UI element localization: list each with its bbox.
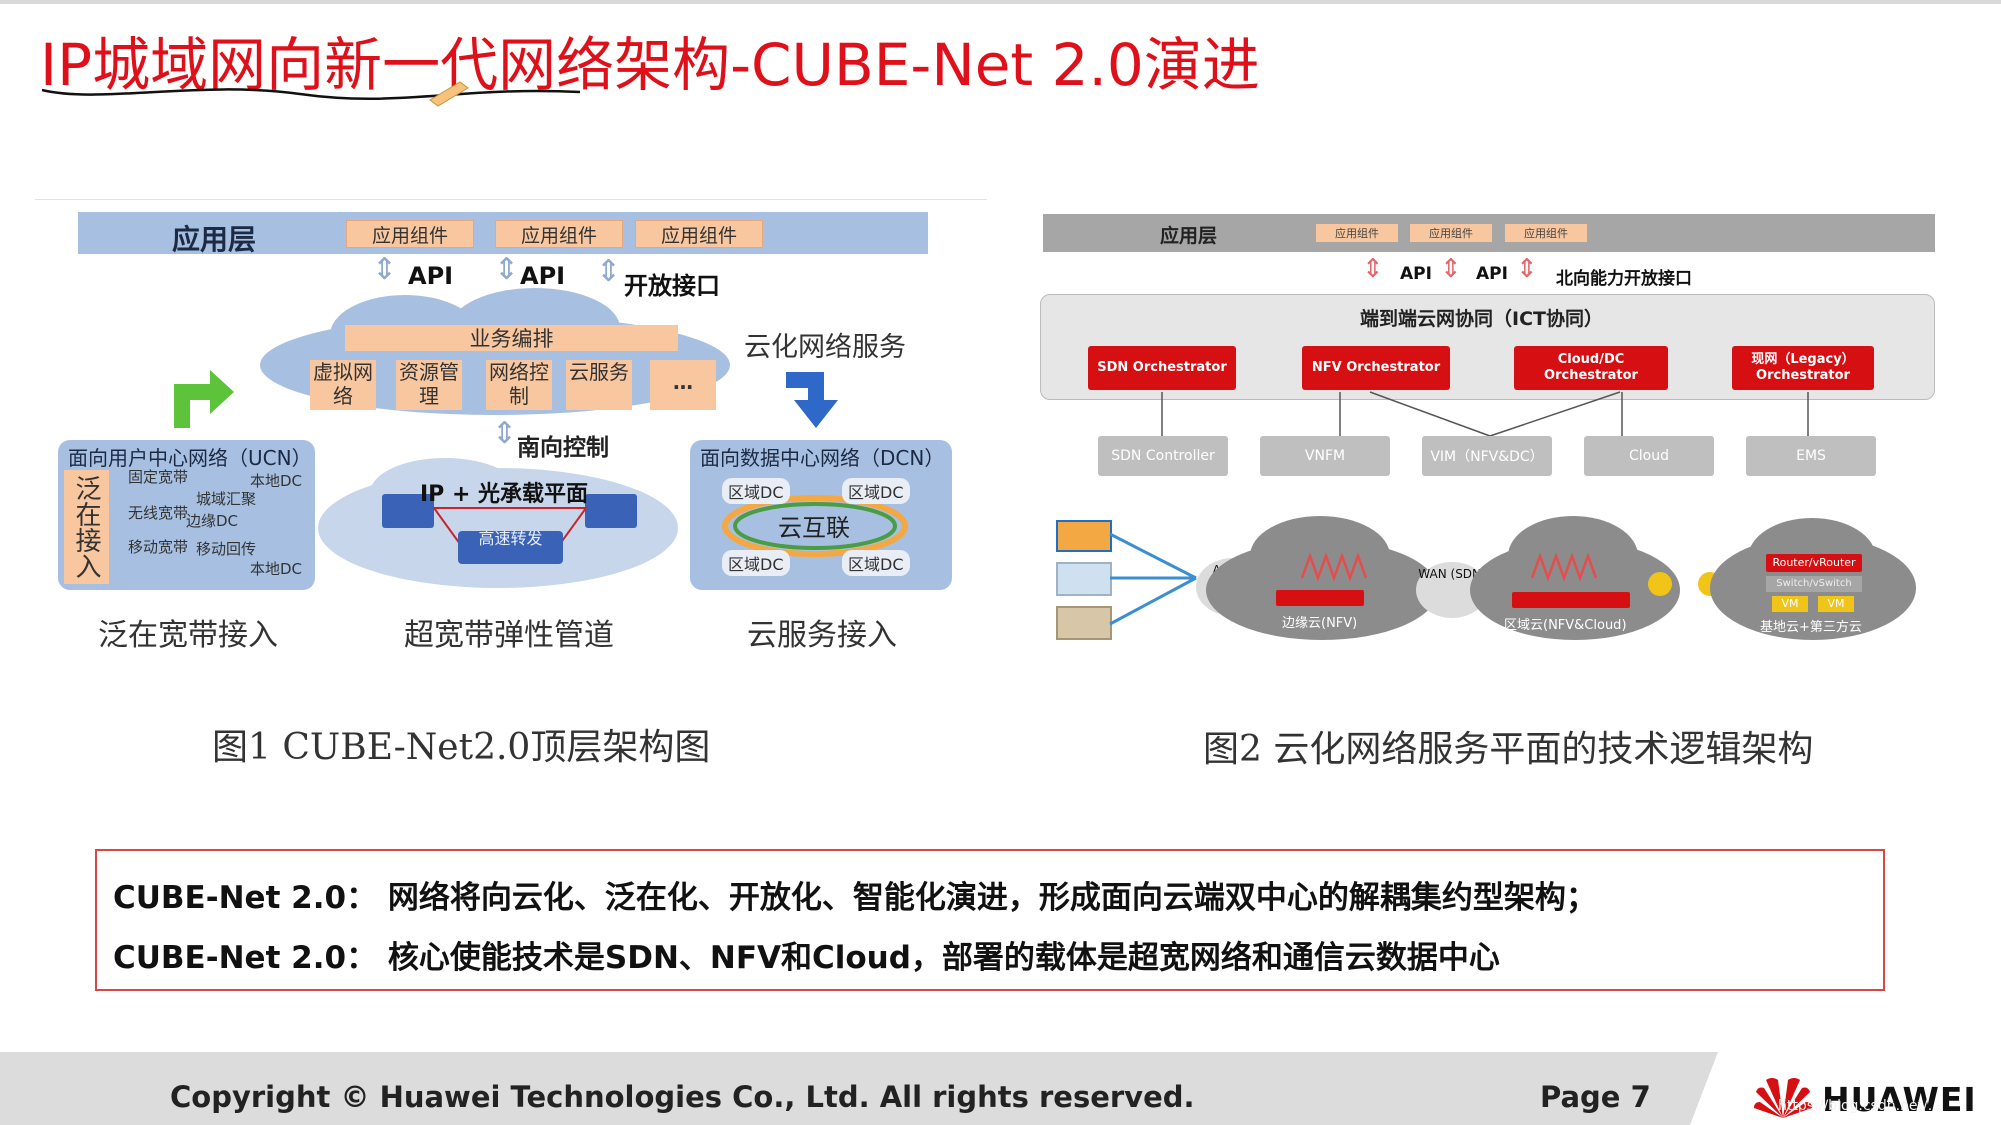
f1-cloud-service-box: 云服务 — [566, 360, 632, 410]
f1-orchestration: 业务编排 — [345, 325, 678, 351]
f1-fixed-broadband: 固定宽带 — [128, 468, 189, 486]
f1-network-control-box: 网络控制 — [486, 360, 552, 410]
slide-title: IP城域网向新一代网络架构-CUBE-Net 2.0演进 — [40, 31, 1260, 99]
f2-nfv-orchestrator: NFV Orchestrator — [1302, 346, 1450, 390]
yellow-node-icon — [1648, 572, 1672, 596]
blue-bend-arrow-icon — [786, 372, 838, 428]
f2-vim: VIM（NFV&DC） — [1422, 436, 1552, 476]
f1-app-layer-label: 应用层 — [172, 223, 257, 256]
home-building-icon — [1056, 520, 1112, 552]
f1-fast-forward: 高速转发 — [458, 531, 563, 564]
f1-app-component: 应用组件 — [495, 220, 623, 248]
f2-edge-cloud-part — [1250, 516, 1390, 596]
footer-logo-area — [1690, 1052, 2001, 1125]
f2-sdn-controller: SDN Controller — [1098, 436, 1228, 476]
f2-ems: EMS — [1746, 436, 1876, 476]
office-building-icon — [1056, 562, 1112, 596]
f2-app-component: 应用组件 — [1316, 224, 1398, 242]
f1-cloud-interconnect-ring — [722, 495, 908, 557]
figure1-caption: 图1 CUBE-Net2.0顶层架构图 — [212, 727, 711, 768]
f2-cloud-dc-orchestrator: Cloud/DC Orchestrator — [1514, 346, 1668, 390]
f2-vnfm: VNFM — [1260, 436, 1390, 476]
f2-edge-service-label — [1276, 590, 1364, 606]
f1-local-dc: 本地DC — [250, 560, 303, 578]
f2-switch-box: Switch/vSwitch — [1766, 576, 1862, 592]
f2-base-cloud-label: 基地云+第三方云 — [1760, 620, 1862, 635]
figure2-caption: 图2 云化网络服务平面的技术逻辑架构 — [1203, 729, 1814, 770]
f1-virtual-network-box: 虚拟网络 — [310, 360, 376, 410]
f2-router-box: Router/vRouter — [1766, 554, 1862, 572]
divider — [35, 199, 987, 200]
f2-vm-box: VM — [1772, 596, 1808, 612]
f2-e2e-label: 端到端云网协同（ICT协同） — [1360, 308, 1603, 330]
watermark: https://blog.csdn.net/... — [1778, 1098, 1942, 1114]
f1-app-component: 应用组件 — [346, 220, 474, 248]
city-building-icon — [1056, 606, 1112, 640]
f2-regional-service-label — [1512, 592, 1630, 608]
f2-regional-cloud-label: 区域云(NFV&Cloud) — [1504, 618, 1627, 633]
f1-ucn-title: 面向用户中心网络（UCN） — [68, 446, 312, 470]
summary-line-1: CUBE-Net 2.0： 网络将向云化、泛在化、开放化、智能化演进，形成面向云… — [113, 880, 1597, 916]
huawei-logo-icon — [1754, 1078, 1812, 1118]
f2-app-layer-label: 应用层 — [1160, 225, 1218, 247]
f1-southbound-label: 南向控制 — [517, 435, 609, 461]
f1-bottom-label: 超宽带弹性管道 — [404, 618, 614, 653]
f1-regional-dc: 区域DC — [842, 550, 910, 576]
f1-transport-node — [382, 494, 434, 528]
f1-ubiquitous-access: 泛在接入 — [64, 470, 109, 584]
red-up-down-arrow-icon: ⇕ — [1362, 254, 1384, 284]
f1-mobile-backhaul: 移动回传 — [196, 540, 257, 558]
up-down-arrow-icon: ⇕ — [372, 252, 398, 287]
f1-app-component: 应用组件 — [635, 220, 763, 248]
f2-app-component: 应用组件 — [1505, 224, 1587, 242]
f2-api-label: API — [1400, 264, 1432, 284]
f1-cloud-network-service: 云化网络服务 — [744, 332, 906, 363]
f2-sdn-orchestrator: SDN Orchestrator — [1088, 346, 1236, 390]
f2-api-label: API — [1476, 264, 1508, 284]
f1-bottom-label: 云服务接入 — [747, 618, 897, 653]
f1-edge-dc: 边缘DC — [186, 512, 239, 530]
footer-bar — [0, 1052, 2001, 1125]
f1-metro-aggregation: 城域汇聚 — [196, 490, 257, 508]
f1-local-dc: 本地DC — [250, 472, 303, 490]
red-up-down-arrow-icon: ⇕ — [1440, 254, 1462, 284]
f1-regional-dc: 区域DC — [722, 550, 790, 576]
f1-api-label: 开放接口 — [624, 272, 720, 300]
f1-resource-mgmt-box: 资源管理 — [396, 360, 462, 410]
f2-legacy-orchestrator: 现网（Legacy）Orchestrator — [1732, 346, 1874, 390]
f1-more-box: … — [650, 360, 716, 410]
summary-line-2: CUBE-Net 2.0： 核心使能技术是SDN、NFV和Cloud，部署的载体… — [113, 940, 1500, 976]
f1-regional-dc: 区域DC — [842, 478, 910, 504]
top-border — [0, 0, 2001, 4]
f2-app-component: 应用组件 — [1410, 224, 1492, 242]
f1-api-label: API — [408, 262, 454, 290]
f1-transport-node — [585, 494, 637, 528]
f2-connector-lines — [1161, 391, 1809, 437]
copyright: Copyright © Huawei Technologies Co., Ltd… — [170, 1080, 1195, 1114]
red-up-down-arrow-icon: ⇕ — [1516, 254, 1538, 284]
f2-wave-icon — [1300, 552, 1368, 582]
up-down-arrow-icon: ⇕ — [492, 416, 518, 451]
f2-cloud: Cloud — [1584, 436, 1714, 476]
f1-cloud-interconnect: 云互联 — [778, 514, 850, 542]
f2-vm-box: VM — [1818, 596, 1854, 612]
f1-wireless-broadband: 无线宽带 — [128, 504, 189, 522]
huawei-brand: HUAWEI — [1822, 1080, 1977, 1119]
f2-api-label: 北向能力开放接口 — [1556, 269, 1692, 289]
f1-regional-dc: 区域DC — [722, 478, 790, 504]
summary-box — [95, 849, 1885, 991]
page-number: Page 7 — [1540, 1080, 1651, 1114]
f2-edge-cloud-label: 边缘云(NFV) — [1282, 616, 1358, 631]
f1-bottom-label: 泛在宽带接入 — [98, 618, 278, 653]
f1-api-label: API — [520, 262, 566, 290]
f2-access-links — [1109, 532, 1197, 626]
green-bend-arrow-icon — [174, 370, 234, 428]
up-down-arrow-icon: ⇕ — [494, 252, 520, 287]
handwritten-underline — [41, 81, 581, 107]
f1-ip-optical-plane: IP + 光承载平面 — [420, 482, 589, 507]
f1-dcn-title: 面向数据中心网络（DCN） — [700, 446, 945, 470]
up-down-arrow-icon: ⇕ — [596, 254, 622, 289]
f1-mobile-broadband: 移动宽带 — [128, 538, 189, 556]
f2-wave-icon — [1530, 552, 1598, 582]
